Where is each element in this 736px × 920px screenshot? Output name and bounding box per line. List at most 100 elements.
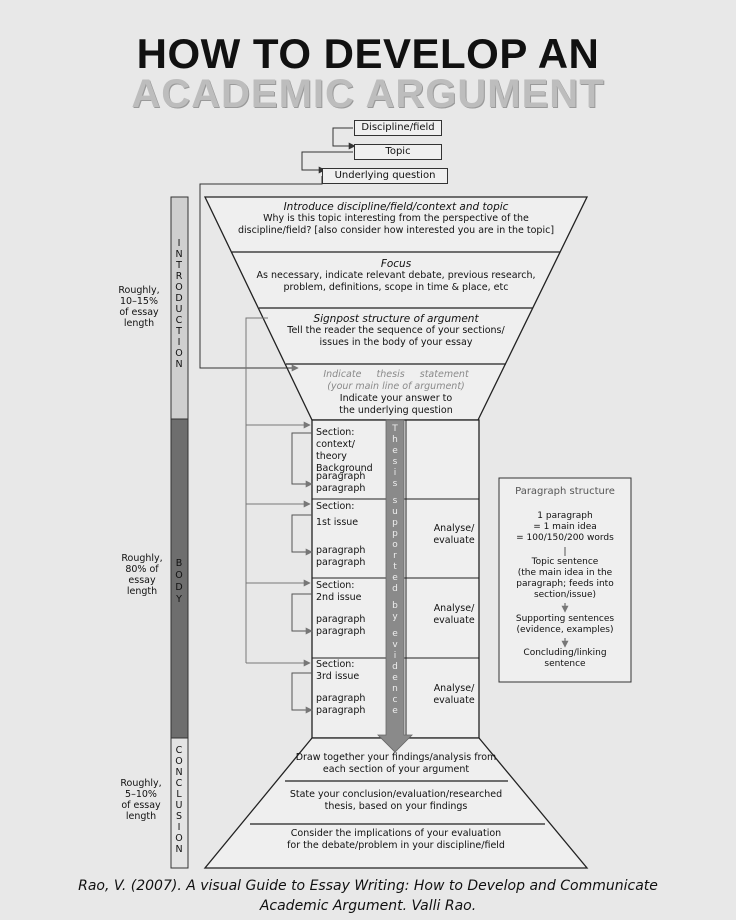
section-name-2: theory Background bbox=[316, 451, 373, 474]
ps-line: paragraph; feeds into bbox=[516, 579, 614, 589]
ps-line: = 1 main idea bbox=[533, 522, 597, 532]
ps-line: section/issue) bbox=[533, 590, 597, 600]
letter: C bbox=[175, 745, 183, 756]
concluding-sentence-block: Concluding/linking sentence bbox=[500, 648, 630, 670]
intro-row-3-heading: Signpost structure of argument bbox=[313, 313, 479, 325]
intro-row-4: Indicate thesis statement (your main lin… bbox=[300, 369, 492, 417]
letter: L bbox=[176, 789, 182, 800]
section-issue-1-paragraphs: paragraph paragraph bbox=[316, 545, 365, 569]
section-label: Section: bbox=[316, 501, 355, 512]
letter: N bbox=[175, 249, 183, 260]
note-line: 10–15% bbox=[120, 296, 158, 307]
letter: s bbox=[392, 479, 398, 489]
letter: d bbox=[392, 662, 398, 672]
section-issue-3: Section: 3rd issue bbox=[316, 659, 359, 683]
analyse-evaluate-1: Analyse/ evaluate bbox=[433, 523, 475, 546]
note-line: Roughly, bbox=[121, 553, 163, 564]
thesis-statement-label: Indicate thesis statement bbox=[323, 369, 469, 380]
paragraph-label: paragraph bbox=[316, 705, 366, 716]
section-label: Section: bbox=[316, 427, 355, 438]
letter: R bbox=[175, 271, 183, 282]
intro-row-2-line-2: problem, definitions, scope in time & pl… bbox=[283, 282, 509, 293]
section-context-paragraphs: paragraph paragraph bbox=[316, 471, 365, 495]
section-name: 2nd issue bbox=[316, 592, 362, 603]
conclusion-funnel bbox=[203, 737, 589, 869]
letter: N bbox=[175, 844, 183, 855]
section-name: 1st issue bbox=[316, 517, 359, 528]
letter: B bbox=[175, 558, 183, 569]
intro-row-3: Signpost structure of argument Tell the … bbox=[266, 313, 526, 349]
supporting-sentences-block: Supporting sentences (evidence, examples… bbox=[500, 614, 630, 636]
letter: v bbox=[392, 640, 398, 650]
letter: C bbox=[175, 315, 183, 326]
letter: s bbox=[392, 457, 398, 467]
ps-line: (evidence, examples) bbox=[516, 625, 614, 635]
conclusion-row-3-line-2: for the debate/problem in your disciplin… bbox=[287, 840, 505, 851]
note-line: 80% of bbox=[125, 564, 159, 575]
letter: O bbox=[175, 833, 183, 844]
letter: e bbox=[392, 629, 398, 639]
body-length-note: Roughly, 80% of essay length bbox=[116, 553, 168, 597]
intro-row-1-heading: Introduce discipline/field/context and t… bbox=[283, 201, 509, 213]
paragraph-label: paragraph bbox=[316, 614, 366, 625]
section-name: context/ bbox=[316, 439, 356, 450]
letter: I bbox=[177, 822, 181, 833]
ps-line: 1 paragraph bbox=[537, 511, 593, 521]
paragraph-structure-box bbox=[498, 477, 632, 683]
topic-box: Topic bbox=[354, 144, 442, 160]
discipline-field-box: Discipline/field bbox=[354, 120, 442, 136]
ps-line: Supporting sentences bbox=[515, 614, 615, 624]
intro-row-3-line-1: Tell the reader the sequence of your sec… bbox=[287, 325, 505, 336]
letter: u bbox=[392, 507, 398, 517]
note-line: Roughly, bbox=[120, 778, 162, 789]
paragraph-label: paragraph bbox=[316, 545, 366, 556]
conclusion-row-1: Draw together your findings/analysis fro… bbox=[290, 752, 502, 776]
ps-line: Topic sentence bbox=[531, 557, 599, 567]
conclusion-row-2: State your conclusion/evaluation/researc… bbox=[268, 789, 524, 813]
note-line: of essay bbox=[119, 307, 159, 318]
section-name: 3rd issue bbox=[316, 671, 360, 682]
paragraph-structure-title: Paragraph structure bbox=[515, 486, 615, 497]
letter: b bbox=[392, 601, 398, 611]
intro-row-1-line-1: Why is this topic interesting from the p… bbox=[263, 213, 529, 224]
intro-row-1-line-2: discipline/field? [also consider how int… bbox=[237, 225, 555, 236]
section-label: Section: bbox=[316, 580, 355, 591]
conclusion-row-2-line-1: State your conclusion/evaluation/researc… bbox=[289, 789, 503, 800]
conclusion-row-2-line-2: thesis, based on your findings bbox=[324, 801, 468, 812]
analyse-evaluate-3: Analyse/ evaluate bbox=[433, 683, 475, 706]
conclusion-row-1-line-2: each section of your argument bbox=[322, 764, 470, 775]
thesis-arrow bbox=[377, 419, 413, 753]
section-issue-2: Section: 2nd issue bbox=[316, 580, 362, 604]
section-issue-2-paragraphs: paragraph paragraph bbox=[316, 614, 365, 638]
letter: T bbox=[392, 424, 398, 434]
analyse-evaluate-2: Analyse/ evaluate bbox=[433, 603, 475, 626]
letter: U bbox=[175, 800, 183, 811]
section-issue-3-paragraphs: paragraph paragraph bbox=[316, 693, 365, 717]
conclusion-row-3-line-1: Consider the implications of your evalua… bbox=[290, 828, 502, 839]
letter: O bbox=[175, 570, 183, 581]
section-issue-1: Section: 1st issue bbox=[316, 501, 358, 529]
letter: r bbox=[393, 551, 397, 561]
letter: t bbox=[393, 562, 397, 572]
letter: O bbox=[175, 348, 183, 359]
section-context: Section: context/ theory Background bbox=[316, 427, 406, 475]
ps-line: (the main idea in the bbox=[517, 568, 613, 578]
ps-line: = 100/150/200 words bbox=[516, 533, 614, 543]
thesis-statement-sub: (your main line of argument) bbox=[327, 381, 465, 392]
letter: d bbox=[392, 584, 398, 594]
ps-line: Concluding/linking bbox=[523, 648, 607, 658]
note-line: length bbox=[125, 811, 157, 822]
note-line: Roughly, bbox=[118, 285, 160, 296]
intro-row-2: Focus As necessary, indicate relevant de… bbox=[240, 258, 552, 294]
conclusion-row-3: Consider the implications of your evalua… bbox=[240, 828, 552, 852]
intro-row-3-line-2: issues in the body of your essay bbox=[319, 337, 473, 348]
paragraph-label: paragraph bbox=[316, 557, 366, 568]
paragraph-label: paragraph bbox=[316, 483, 366, 494]
note-line: of essay bbox=[121, 800, 161, 811]
intro-row-2-heading: Focus bbox=[380, 258, 412, 270]
